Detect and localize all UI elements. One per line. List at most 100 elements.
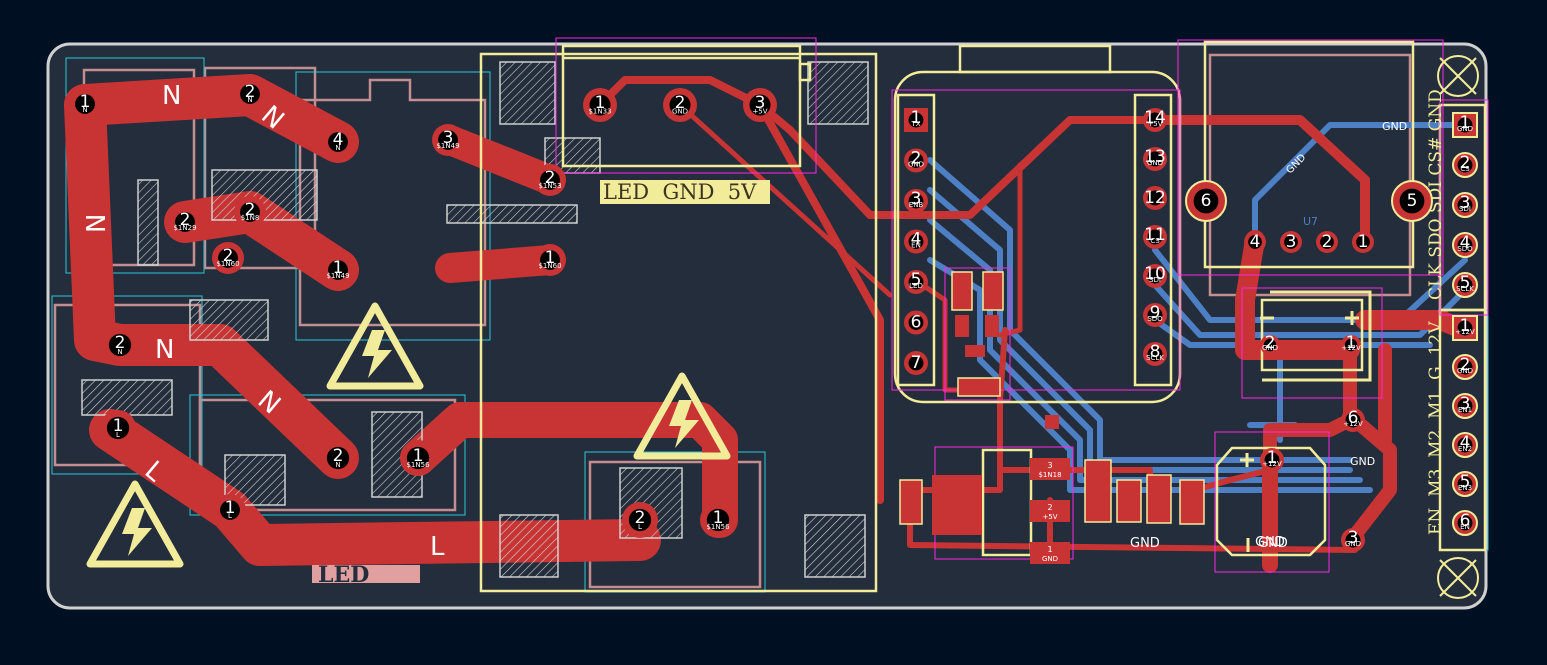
pad-number: 1 [911,108,922,128]
smd-resistor [957,377,1001,397]
mains-pad-p_mid_n[interactable]: 2N [320,440,356,476]
pad-number: 6 [1460,511,1471,531]
pad-number: 3 [1348,528,1359,548]
pad-number: 1 [1358,232,1369,252]
pad-number: 14 [1144,108,1166,128]
pad-net-name: GND [672,108,688,116]
pad-net-name: +5V [1147,120,1162,128]
pad-number: 2 [245,200,256,220]
bottom-right-connector-label: EN M3 M2 M1 G 12V [1426,321,1446,535]
mcu-right-pin-14[interactable]: 14+5V [1143,108,1167,132]
mounting-hole-bottom [1437,557,1479,599]
motor-connector-pad-6[interactable]: 6EN [1452,510,1478,536]
mains-pad-p_in_n[interactable]: 2N [102,327,138,363]
led-connector-pad-1[interactable]: 1$1N33 [583,88,617,122]
pad-net-name: L [638,523,642,531]
u7-pad-3[interactable]: 3 [1280,231,1302,253]
u7-pad-4[interactable]: 4 [1244,231,1266,253]
pad-net-name: $1N60 [216,260,239,268]
mains-pad-p_in_l[interactable]: 1L [100,410,136,446]
mains-pad-p_tl[interactable]: 1N [69,88,101,120]
regulator-pad [932,475,982,535]
pad-net-name: GND [1147,159,1163,167]
pad-net-name: +12V [1341,344,1361,352]
pad-number: 3 [443,128,454,148]
u7-pad-1[interactable]: 1 [1352,231,1374,253]
led-connector-pad-3[interactable]: 3+5V [743,88,777,122]
pad-number: 5 [1460,273,1471,293]
pad-number: 2 [1265,333,1276,353]
mcu-left-pin-7[interactable]: 7 [904,351,928,375]
pad-net-name: CS [1460,165,1470,173]
pad-number: 4 [1460,233,1471,253]
pad-number: 3 [911,189,922,209]
regulator-pin-3[interactable]: 3$1N18 [1030,458,1070,480]
smd-resistor [1179,479,1205,525]
mains-pad-p_relay1[interactable]: 4N [322,126,354,158]
mains-pad-p_relay6[interactable]: 2$1N60 [212,242,244,274]
smd-capacitor [955,315,969,337]
mains-pad-p_mid_56[interactable]: 1$1N56 [400,440,436,476]
smd-components [899,271,1205,535]
svg-text:3: 3 [1047,461,1052,470]
misc-pad-12v[interactable]: 6+12V [1341,408,1365,432]
regulator-pin-2[interactable]: 2+5V [1030,500,1070,522]
pad-number: 8 [1150,342,1161,362]
right-connector-pad-2[interactable]: 2CS [1452,152,1478,178]
u7-big-pad-left[interactable]: 6 [1185,180,1227,222]
c3-pad-plus[interactable]: 1+12V [1341,333,1361,355]
mains-pad-p_relay3[interactable]: 2$1N8 [234,196,266,228]
smd-diode [1146,474,1172,524]
svg-text:$1N18: $1N18 [1038,471,1061,479]
mains-pad-p_psu_l[interactable]: 2L [622,502,658,538]
mains-pad-p_relay7[interactable]: 2$1N53 [534,164,566,196]
mcu-left-pin-6[interactable]: 6 [904,310,928,335]
u7-pad-2[interactable]: 2 [1316,231,1338,253]
mains-pad-p_relay8[interactable]: 1$1N60 [534,244,566,276]
mains-pad-p_relay4[interactable]: 2$1N29 [169,206,201,238]
u7-big-pad-right[interactable]: 5 [1391,180,1433,222]
c6-pad-1[interactable]: 1+12V [1260,448,1284,472]
pad-net-name: SDO [1457,245,1473,253]
mains-pad-p_psu_56[interactable]: 1$1N56 [700,502,736,538]
pad-number: 3 [1286,232,1297,252]
mcu-left-pin-4[interactable]: 4EN [904,229,928,254]
pad-number: 1 [80,92,91,112]
capacitor-c6 [1240,453,1254,552]
mains-pad-p_tr[interactable]: 2N [234,78,266,110]
mcu-right-pin-12[interactable]: 12 [1143,186,1167,210]
hazard-warning-icon-2 [633,372,731,460]
smd-diode [965,345,985,357]
pad-net-name: $1N8 [241,214,260,222]
mains-pad-p_relay5[interactable]: 1$1N49 [322,254,354,286]
pad-number: 2 [1460,153,1471,173]
pad-net-name: $1N56 [706,523,730,531]
svg-text:+5V: +5V [1042,513,1057,521]
mcu-left-pin-1[interactable]: 1TX [904,108,928,132]
motor-connector-pad-1[interactable]: 1+12V [1452,315,1478,341]
pad-number: 1 [1267,448,1278,468]
mains-pad-p_relay2[interactable]: 3$1N49 [432,124,464,156]
mains-pad-p_bot_l[interactable]: 1L [214,494,246,526]
